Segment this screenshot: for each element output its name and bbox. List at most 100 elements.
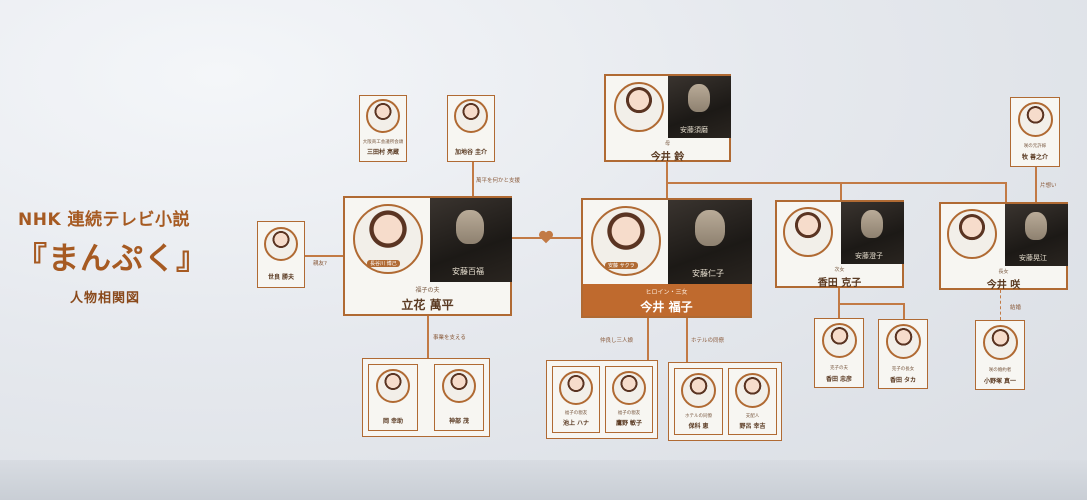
photo-face [688, 84, 710, 112]
label-oneway: 片想い [1040, 183, 1057, 189]
name-toshiko: 鷹野 敏子 [615, 420, 643, 427]
photo-katsuko: 安藤澄子 [841, 202, 904, 264]
group-hotel: ホテルの同僚 保科 恵 支配人 野呂 幸吉 [668, 362, 782, 441]
role-tadahiko: 克子の夫 [830, 366, 848, 371]
card-saki: 安藤晃江 長女 今井 咲 [939, 202, 1068, 291]
photo-saki: 安藤晃江 [1005, 204, 1068, 266]
role-makino: 咲の元許嫁 [1023, 144, 1047, 149]
heart-icon [538, 230, 554, 244]
photo-caption-katsuko: 安藤澄子 [855, 252, 883, 260]
role-onodera: 咲の婚約者 [988, 368, 1012, 373]
card-manpei: 長谷川 博己 安藤百福 福子の夫 立花 萬平 [343, 196, 512, 316]
photo-face [695, 210, 725, 246]
card-makino: 咲の元許嫁 牧 善之介 [1010, 97, 1060, 167]
portrait-katsuko [783, 207, 833, 257]
card-tadahiko: 克子の夫 香田 忠彦 [814, 318, 864, 388]
portrait-jinbe [376, 369, 410, 403]
portrait-hotel1 [681, 373, 716, 408]
label-friend: 親友? [313, 261, 327, 267]
group-support: 岡 幸助 神部 茂 [362, 358, 490, 437]
photo-fukuko: 安藤仁子 [668, 200, 752, 284]
line-sera-manpei [305, 255, 345, 257]
label-marriage: 結婚 [1010, 305, 1022, 311]
photo-manpei: 安藤百福 [430, 198, 512, 282]
name-kamibe: 神部 茂 [448, 418, 470, 425]
card-jinbe: 岡 幸助 [368, 364, 418, 431]
portrait-makino [1018, 102, 1053, 137]
portrait-hotel2 [735, 373, 770, 408]
card-kaji: 加地谷 圭介 [447, 95, 495, 162]
line-saki-marriage [1000, 290, 1001, 320]
portrait-kamibe [442, 369, 476, 403]
chart-title: 人物相関図 [70, 291, 141, 306]
portrait-mita [366, 99, 400, 133]
name-saki: 今井 咲 [986, 280, 1021, 291]
name-kaji: 加地谷 圭介 [454, 149, 488, 156]
actor-tag-fukuko: 安藤 サクラ [605, 262, 638, 269]
portrait-tadahiko [822, 323, 857, 358]
label-support: 事業を支える [433, 335, 466, 341]
role-hotel2: 支配人 [745, 414, 760, 419]
name-manpei: 立花 萬平 [401, 298, 454, 312]
portrait-toshiko [612, 371, 646, 405]
portrait-hana [559, 371, 593, 405]
role-mita: 大阪商工会議所会頭 [362, 140, 404, 145]
card-onodera: 咲の婚約者 小野塚 真一 [975, 320, 1025, 390]
photo-suzu: 安藤須磨 [668, 76, 731, 138]
photo-caption-suzu: 安藤須磨 [680, 126, 708, 134]
floor [0, 460, 1087, 500]
line-to-saki [1005, 182, 1007, 202]
line-manpei-support [427, 316, 429, 358]
name-onodera: 小野塚 真一 [983, 378, 1017, 385]
portrait-kaji [454, 99, 488, 133]
name-taka: 香田 タカ [889, 377, 917, 384]
card-toshiko: 福子の親友 鷹野 敏子 [605, 366, 653, 433]
role-hana: 福子の親友 [564, 411, 588, 416]
card-fukuko: 安藤 サクラ 安藤仁子 ヒロイン・三女 今井 福子 [581, 198, 752, 318]
card-suzu: 安藤須磨 母 今井 鈴 [604, 74, 731, 163]
program-title: NHK 連続テレビ小説 [18, 210, 191, 230]
card-hana: 福子の親友 池上 ハナ [552, 366, 600, 433]
card-kamibe: 神部 茂 [434, 364, 484, 431]
portrait-sera [264, 227, 298, 261]
role-saki: 長女 [998, 269, 1009, 275]
line-makino-saki [1035, 167, 1037, 202]
name-fukuko: 今井 福子 [640, 300, 693, 314]
photo-face [1025, 212, 1047, 240]
label-friends3: 仲良し三人娘 [600, 338, 634, 344]
label-top-left: 萬平を何かと支援 [476, 178, 521, 184]
name-hana: 池上 ハナ [562, 420, 590, 427]
line-to-taka [903, 303, 905, 319]
name-hotel2: 野呂 幸吉 [739, 423, 766, 430]
portrait-taka [886, 324, 921, 359]
line-fukuko-friends [647, 318, 649, 360]
line-suzu-down [666, 162, 668, 200]
card-mita: 大阪商工会議所会頭 三田村 亮蔵 [359, 95, 407, 162]
role-katsuko: 次女 [834, 267, 845, 273]
photo-caption-saki: 安藤晃江 [1019, 254, 1047, 262]
line-fukuko-hotel [686, 318, 688, 362]
portrait-saki [947, 209, 997, 259]
group-friends: 福子の親友 池上 ハナ 福子の親友 鷹野 敏子 [546, 360, 658, 439]
line-kaji-manpei [472, 162, 474, 196]
name-hotel1: 保科 恵 [688, 423, 709, 430]
name-mita: 三田村 亮蔵 [366, 149, 400, 156]
card-hotel1: ホテルの同僚 保科 恵 [674, 368, 723, 435]
line-katsuko-kids [838, 303, 904, 305]
portrait-suzu [614, 82, 664, 132]
name-suzu: 今井 鈴 [650, 152, 685, 163]
name-sera: 世良 勝夫 [267, 274, 295, 281]
role-toshiko: 福子の親友 [617, 411, 641, 416]
role-manpei: 福子の夫 [415, 287, 440, 294]
photo-face [861, 210, 883, 238]
portrait-onodera [983, 325, 1018, 360]
photo-caption-manpei: 安藤百福 [452, 267, 484, 276]
label-hotel: ホテルの同僚 [691, 338, 725, 344]
drama-title: 『まんぷく』 [16, 241, 208, 277]
line-sisters-bus [666, 182, 1006, 184]
photo-face [456, 210, 484, 244]
card-sera: 世良 勝夫 [257, 221, 305, 288]
card-hotel2: 支配人 野呂 幸吉 [728, 368, 777, 435]
role-taka: 克子の長女 [891, 367, 915, 372]
card-katsuko: 安藤澄子 次女 香田 克子 [775, 200, 904, 289]
